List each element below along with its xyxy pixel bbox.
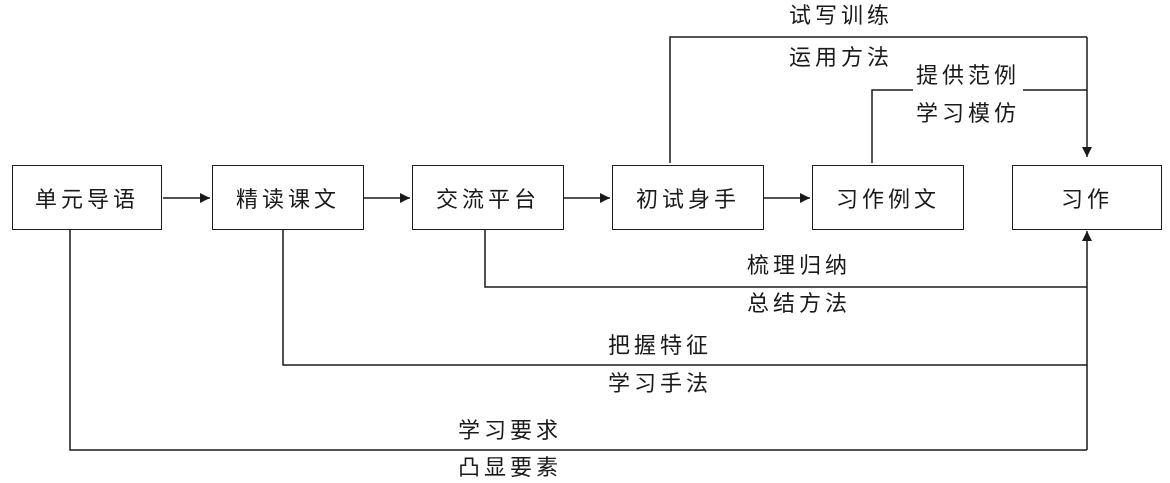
- path-try-to-composition: [669, 36, 1087, 163]
- label-learn-requirements: 学习要求: [455, 418, 566, 446]
- node-composition: 习作: [1012, 165, 1162, 230]
- node-close-reading: 精读课文: [212, 165, 364, 230]
- label-learn-technique: 学习手法: [605, 371, 716, 399]
- label-sort-induce: 梳理归纳: [744, 253, 855, 281]
- node-sample-essay: 习作例文: [812, 165, 964, 230]
- path-platform-to-composition: [484, 230, 1087, 288]
- label-apply-method: 运用方法: [786, 45, 897, 73]
- label-trial-writing: 试写训练: [786, 3, 897, 31]
- label-provide-example: 提供范例: [913, 63, 1024, 91]
- label-highlight-elements: 凸显要素: [455, 455, 566, 483]
- label-summarize-method: 总结方法: [744, 291, 855, 319]
- node-unit-intro: 单元导语: [12, 165, 162, 230]
- label-grasp-features: 把握特征: [605, 333, 716, 361]
- path-reading-to-composition: [282, 230, 1087, 366]
- node-exchange-platform: 交流平台: [412, 165, 564, 230]
- label-learn-imitate: 学习模仿: [913, 101, 1024, 129]
- node-first-try: 初试身手: [612, 165, 764, 230]
- path-intro-to-composition: [69, 230, 1087, 451]
